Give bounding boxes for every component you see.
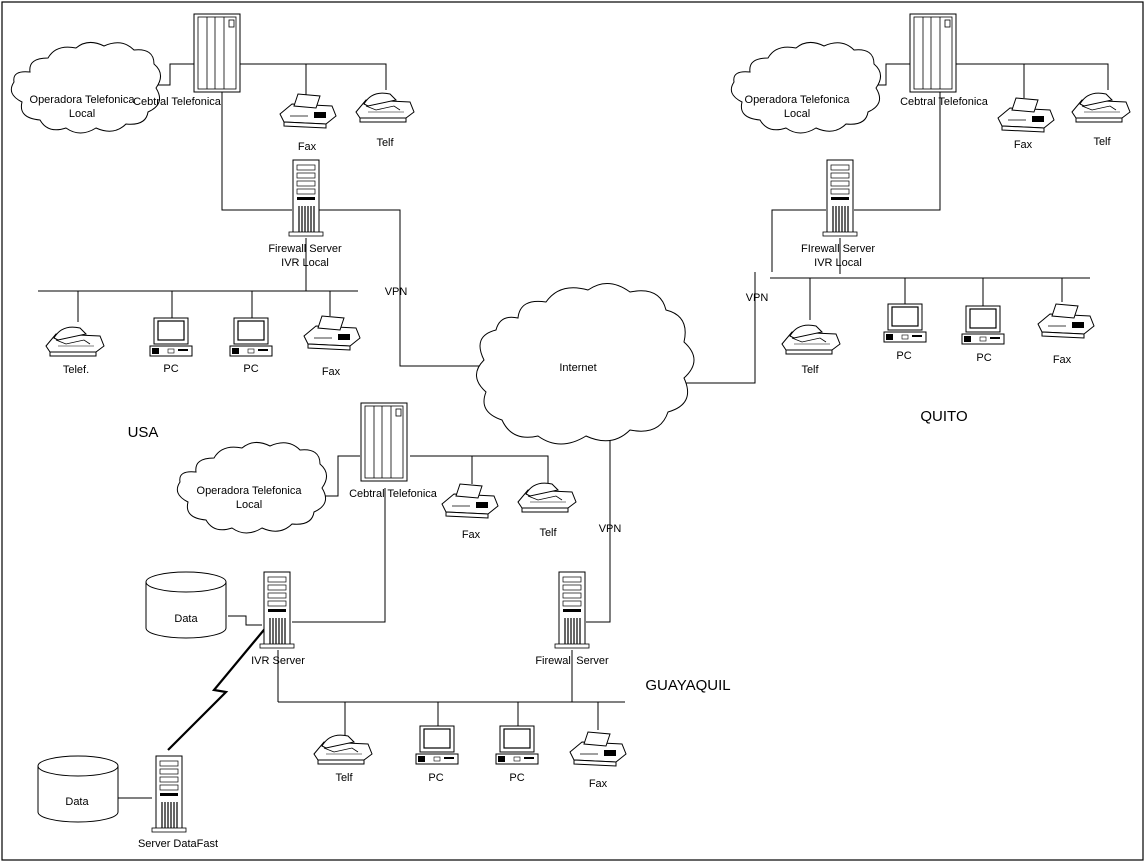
usa-lan-fax-icon (304, 316, 360, 350)
quito-fax-label: Fax (1014, 139, 1032, 152)
quito-pbx-label: Cebtral Telefonica (900, 96, 988, 109)
usa-site-title: USA (128, 426, 159, 439)
internet-label: Internet (559, 362, 596, 375)
quito-vpn-label: VPN (746, 292, 769, 305)
quito-lan-pc2-icon (962, 306, 1004, 344)
guayaquil-lan-pc2-icon (496, 726, 538, 764)
usa-lan-pc2-icon (230, 318, 272, 356)
usa-lan-phone-icon (46, 327, 104, 356)
quito-operator-label-line2: Local (784, 108, 810, 121)
quito-lan-pc1-label: PC (896, 350, 911, 363)
guayaquil-phone-icon (518, 483, 576, 512)
guayaquil-data-cylinder-icon (146, 572, 226, 638)
usa-pbx-icon (194, 14, 240, 92)
quito-firewall-label-line1: FIrewall Server (801, 243, 875, 256)
guayaquil-pbx-icon (361, 403, 407, 481)
quito-pbx-icon (910, 14, 956, 92)
usa-telf-label: Telf (376, 137, 393, 150)
usa-vpn-label: VPN (385, 286, 408, 299)
quito-site-title: QUITO (920, 410, 967, 423)
guayaquil-lan-pc2-label: PC (509, 772, 524, 785)
quito-lan-pc1-icon (884, 304, 926, 342)
guayaquil-pbx-label: Cebtral Telefonica (349, 488, 437, 501)
guayaquil-operator-label-line1: Operadora Telefonica (197, 485, 302, 498)
quito-phone-icon (1072, 93, 1130, 122)
guayaquil-ivr-server-icon (260, 572, 294, 648)
usa-lan-pc1-icon (150, 318, 192, 356)
quito-lan-fax-label: Fax (1053, 354, 1071, 367)
guayaquil-lan-fax-label: Fax (589, 778, 607, 791)
guayaquil-lan-fax-icon (570, 732, 626, 766)
quito-telf-label: Telf (1093, 136, 1110, 149)
quito-firewall-server-icon (823, 160, 857, 236)
datafast-server-icon (152, 756, 186, 832)
usa-fax-icon (280, 94, 336, 128)
quito-lan-fax-icon (1038, 304, 1094, 338)
guayaquil-lan-pc1-icon (416, 726, 458, 764)
usa-operator-label-line2: Local (69, 108, 95, 121)
guayaquil-firewall-server-icon (555, 572, 589, 648)
usa-fax-label: Fax (298, 141, 316, 154)
guayaquil-lan-phone-icon (314, 735, 372, 764)
guayaquil-fax-icon (442, 484, 498, 518)
usa-firewall-label-line1: Firewall Server (268, 243, 341, 256)
usa-phone-icon (356, 93, 414, 122)
usa-lan-pc1-label: PC (163, 363, 178, 376)
guayaquil-lan-pc1-label: PC (428, 772, 443, 785)
wireless-link-bolt (168, 625, 268, 750)
usa-lan-pc2-label: PC (243, 363, 258, 376)
guayaquil-fax-label: Fax (462, 529, 480, 542)
guayaquil-telf-label: Telf (539, 527, 556, 540)
guayaquil-firewall-label: Firewall Server (535, 655, 608, 668)
guayaquil-operator-label-line2: Local (236, 499, 262, 512)
usa-firewall-label-line2: IVR Local (281, 257, 329, 270)
guayaquil-vpn-label: VPN (599, 523, 622, 536)
quito-fax-icon (998, 98, 1054, 132)
usa-firewall-server-icon (289, 160, 323, 236)
guayaquil-lan-telf-label: Telf (335, 772, 352, 785)
guayaquil-site-title: GUAYAQUIL (645, 679, 730, 692)
usa-lan-telef-label: Telef. (63, 364, 89, 377)
quito-firewall-label-line2: IVR Local (814, 257, 862, 270)
usa-operator-label-line1: Operadora Telefonica (30, 94, 135, 107)
datafast-data-label: Data (65, 796, 88, 809)
quito-operator-label-line1: Operadora Telefonica (745, 94, 850, 107)
guayaquil-data-label: Data (174, 613, 197, 626)
usa-pbx-label: Cebtral Telefonica (133, 96, 221, 109)
datafast-server-label: Server DataFast (138, 838, 218, 851)
quito-lan-phone-icon (782, 325, 840, 354)
usa-lan-fax-label: Fax (322, 366, 340, 379)
quito-lan-telf-label: Telf (801, 364, 818, 377)
quito-lan-pc2-label: PC (976, 352, 991, 365)
guayaquil-ivr-server-label: IVR Server (251, 655, 305, 668)
datafast-data-cylinder-icon (38, 756, 118, 822)
